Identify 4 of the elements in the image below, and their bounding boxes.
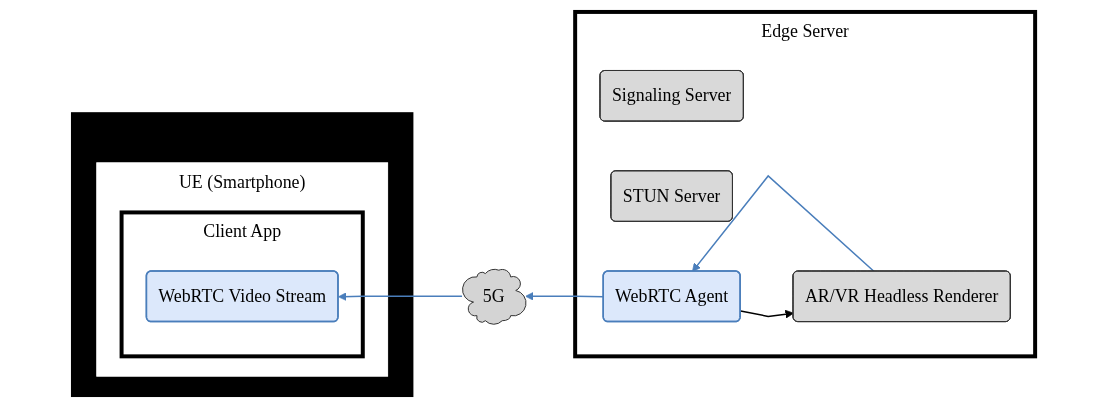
arrow <box>740 309 795 318</box>
cluster <box>71 111 414 397</box>
arrow <box>338 291 464 301</box>
arrow <box>692 174 876 272</box>
